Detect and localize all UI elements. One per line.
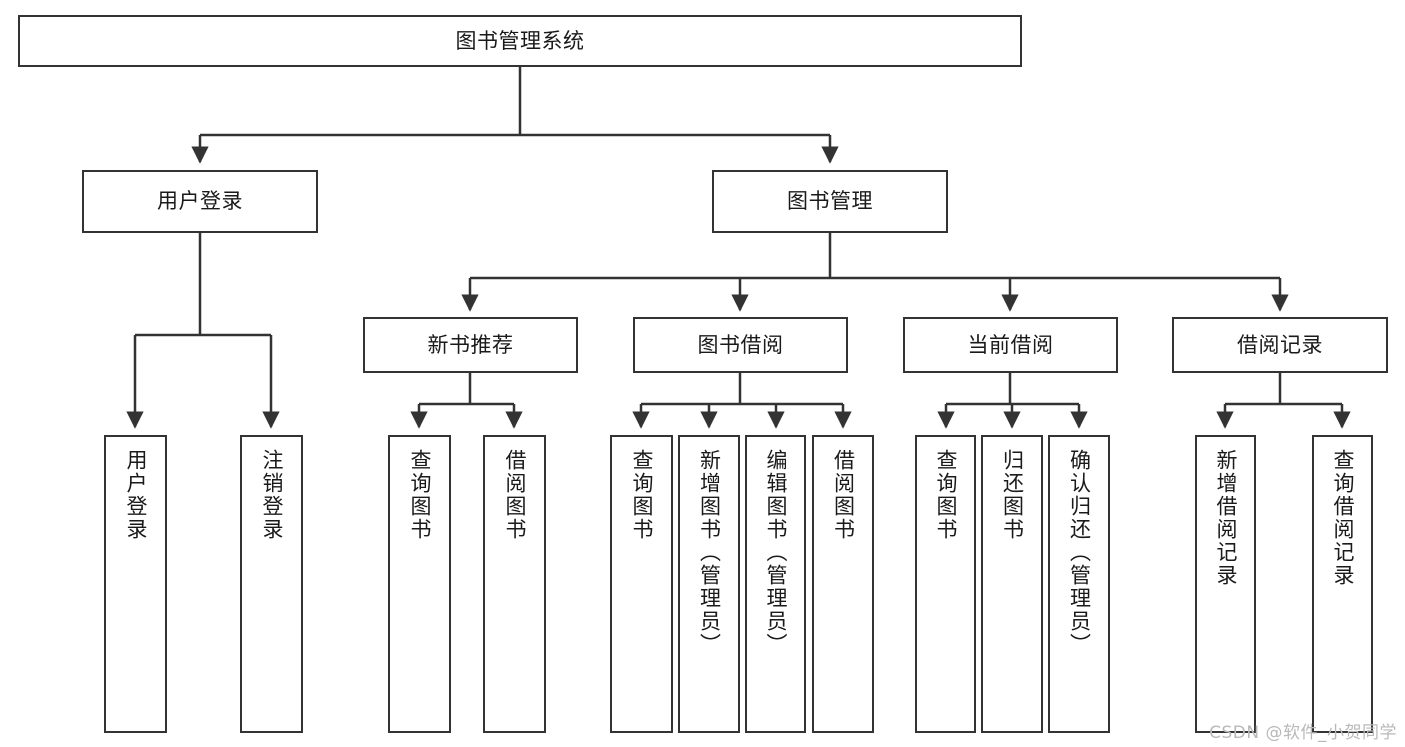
node-leaf-confirm-return-label: 确认归还（管理员） <box>1067 449 1092 656</box>
node-book-borrow[interactable]: 图书借阅 <box>633 317 848 373</box>
node-leaf-confirm-return[interactable]: 确认归还（管理员） <box>1048 435 1110 733</box>
node-leaf-add-record-label: 新增借阅记录 <box>1213 449 1238 587</box>
node-leaf-query-book-bb[interactable]: 查询图书 <box>610 435 673 733</box>
node-book-borrow-label: 图书借阅 <box>697 332 784 357</box>
node-leaf-query-record-label: 查询借阅记录 <box>1330 449 1355 587</box>
node-leaf-user-logout-label: 注销登录 <box>259 449 284 541</box>
node-user-login-label: 用户登录 <box>157 189 243 214</box>
node-leaf-return-book[interactable]: 归还图书 <box>981 435 1043 733</box>
node-leaf-query-book-cb[interactable]: 查询图书 <box>915 435 976 733</box>
node-leaf-query-book-rec-label: 查询图书 <box>407 449 432 541</box>
node-leaf-query-book-cb-label: 查询图书 <box>933 449 958 541</box>
watermark-text: CSDN @软件_小贺同学 <box>1209 723 1397 743</box>
node-borrow-record-label: 借阅记录 <box>1237 332 1323 357</box>
node-leaf-user-login-label: 用户登录 <box>123 449 148 541</box>
node-leaf-edit-book-label: 编辑图书（管理员） <box>763 449 788 656</box>
node-leaf-borrow-book-rec[interactable]: 借阅图书 <box>483 435 546 733</box>
node-new-book-recommend[interactable]: 新书推荐 <box>363 317 578 373</box>
node-leaf-query-book-bb-label: 查询图书 <box>629 449 654 541</box>
node-leaf-add-book-label: 新增图书（管理员） <box>697 449 722 656</box>
node-borrow-record[interactable]: 借阅记录 <box>1172 317 1388 373</box>
node-leaf-user-logout[interactable]: 注销登录 <box>240 435 303 733</box>
node-root[interactable]: 图书管理系统 <box>18 15 1022 67</box>
node-book-manage[interactable]: 图书管理 <box>712 170 948 233</box>
node-leaf-add-book[interactable]: 新增图书（管理员） <box>678 435 740 733</box>
node-leaf-borrow-book-bb-label: 借阅图书 <box>831 449 856 541</box>
node-current-borrow[interactable]: 当前借阅 <box>903 317 1118 373</box>
node-leaf-add-record[interactable]: 新增借阅记录 <box>1195 435 1256 733</box>
node-leaf-query-book-rec[interactable]: 查询图书 <box>388 435 451 733</box>
node-book-manage-label: 图书管理 <box>787 189 873 214</box>
node-root-label: 图书管理系统 <box>455 28 585 53</box>
node-user-login[interactable]: 用户登录 <box>82 170 318 233</box>
node-leaf-borrow-book-bb[interactable]: 借阅图书 <box>812 435 874 733</box>
node-leaf-query-record[interactable]: 查询借阅记录 <box>1312 435 1373 733</box>
node-leaf-edit-book[interactable]: 编辑图书（管理员） <box>745 435 806 733</box>
node-leaf-return-book-label: 归还图书 <box>1000 449 1025 541</box>
node-leaf-borrow-book-rec-label: 借阅图书 <box>502 449 527 541</box>
node-new-book-recommend-label: 新书推荐 <box>427 332 514 357</box>
node-leaf-user-login[interactable]: 用户登录 <box>104 435 167 733</box>
node-current-borrow-label: 当前借阅 <box>967 332 1054 357</box>
